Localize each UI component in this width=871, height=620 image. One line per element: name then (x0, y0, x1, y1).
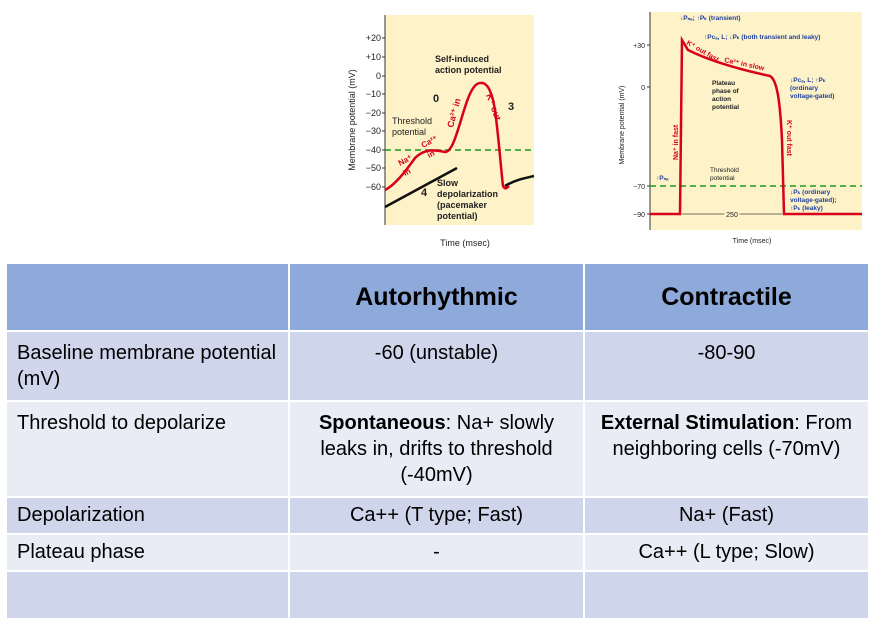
contractile-threshold-bold: External Stimulation (600, 412, 795, 434)
contractile-plot-background (650, 12, 862, 230)
contractile-x-axis-label: Time (msec) (733, 238, 772, 245)
tick-plus20: +20 (366, 33, 381, 43)
autorhythmic-x-axis-label: Time (msec) (440, 238, 490, 248)
plateau-label-line2: phase of (712, 88, 740, 95)
empty-row-contractile (583, 570, 870, 620)
tick-minus70: −70 (633, 184, 645, 191)
pca-down-note-line2: (ordinary (790, 85, 819, 92)
plateau-label-line3: action (712, 96, 731, 103)
plateau-label-line1: Plateau (712, 80, 735, 87)
empty-row-label (5, 570, 290, 620)
autorhythmic-next-trace (504, 174, 535, 188)
self-induced-label-line2: action potential (435, 65, 502, 75)
plateau-label-line4: potential (712, 104, 739, 111)
slow-depol-label-line2: depolarization (437, 189, 498, 199)
contractile-plateau-value: Ca++ (L type; Slow) (583, 533, 870, 572)
tick-plus30: +30 (633, 43, 645, 50)
autorhythmic-action-potential-figure: +20 +10 0 −10 −20 −30 −40 −50 −60 Membra… (345, 0, 540, 255)
table-row: Plateau phase - Ca++ (L type; Slow) (5, 533, 870, 572)
phase-3-label: 3 (508, 101, 514, 113)
contractile-action-potential-figure: +30 0 −70 −90 Membrane potential (mV) Ti… (612, 0, 862, 255)
pca-down-note-line1: ↓Pᴄₐ, L; ↑Pₖ (790, 77, 826, 84)
row-label-threshold: Threshold to depolarize (5, 400, 290, 498)
tick-0: 0 (376, 71, 381, 81)
tick-minus10: −10 (366, 89, 381, 99)
autorhythmic-action-potential-trace (384, 81, 510, 192)
threshold-label-line2: potential (392, 127, 426, 137)
phase-4-label: 4 (421, 187, 428, 199)
ca-in-small-label-line2: in (426, 148, 437, 159)
empty-row-autorhythmic (288, 570, 585, 620)
contractile-ticks (647, 44, 650, 215)
autorhythmic-previous-trace (384, 166, 458, 209)
slow-depol-label-line1: Slow (437, 178, 459, 188)
table-row: Baseline membrane potential (mV) -60 (un… (5, 330, 870, 402)
autorhythmic-ticks (382, 37, 385, 188)
pk-end-note-line1: ↓Pₖ (ordinary (790, 189, 831, 196)
tick-minus30: −30 (366, 126, 381, 136)
top-permeability-note: ↓Pₙₐ; ↑Pₖ (transient) (680, 15, 741, 22)
header-autorhythmic: Autorhythmic (288, 262, 585, 332)
autorhythmic-threshold-bold: Spontaneous (318, 412, 446, 434)
autorhythmic-ap-svg: +20 +10 0 −10 −20 −30 −40 −50 −60 Membra… (347, 15, 535, 248)
tick-plus10: +10 (366, 52, 381, 62)
header-contractile: Contractile (583, 262, 870, 332)
tick-minus20: −20 (366, 108, 381, 118)
autorhythmic-baseline-value: -60 (unstable) (288, 330, 585, 402)
pca-down-note-line3: voltage-gated) (790, 93, 834, 100)
pca-permeability-note: ↑Pᴄₐ, L; ↓Pₖ (both transient and leaky) (704, 34, 820, 41)
threshold-label-line1: Threshold (392, 116, 432, 126)
na-in-fast-label: Na⁺ in fast (673, 124, 680, 160)
row-label-baseline: Baseline membrane potential (mV) (5, 330, 290, 402)
header-empty-cell (5, 262, 290, 332)
autorhythmic-depolarization-value: Ca++ (T type; Fast) (288, 496, 585, 535)
self-induced-label-line1: Self-induced (435, 54, 489, 64)
tick-zero: 0 (641, 85, 645, 92)
pk-end-note-line3: ↑Pₖ (leaky) (790, 205, 823, 212)
contractile-threshold-value: External Stimulation: From neighboring c… (583, 400, 870, 498)
contractile-y-axis-label: Membrane potential (mV) (619, 86, 626, 165)
pna-up-note: ↑Pₙₐ (656, 175, 669, 182)
contractile-ap-svg: +30 0 −70 −90 Membrane potential (mV) Ti… (619, 12, 862, 245)
na-in-label-line2: in (402, 166, 413, 177)
slow-depol-label-line4: potential) (437, 211, 478, 221)
comparison-table-container: Autorhythmic Contractile Baseline membra… (5, 262, 870, 620)
tick-minus40: −40 (366, 145, 381, 155)
contractile-threshold-rest: : From neighboring cells (-70mV) (612, 412, 853, 460)
row-label-depolarization: Depolarization (5, 496, 290, 535)
tick-minus50: −50 (366, 163, 381, 173)
autorhythmic-plot-background (385, 15, 534, 225)
autorhythmic-y-axis-label: Membrane potential (mV) (347, 69, 357, 171)
duration-label: 250 (726, 212, 738, 219)
table-row: Threshold to depolarize Spontaneous: Na+… (5, 400, 870, 498)
k-out-fast-vertical-label: K⁺ out fast (785, 120, 792, 157)
contractile-threshold-label-line2: potential (710, 175, 735, 182)
autorhythmic-plateau-value: - (288, 533, 585, 572)
contractile-action-potential-trace (650, 35, 862, 216)
autorhythmic-threshold-rest: : Na+ slowly leaks in, drifts to thresho… (320, 412, 555, 486)
table-row: Depolarization Ca++ (T type; Fast) Na+ (… (5, 496, 870, 535)
row-label-plateau: Plateau phase (5, 533, 290, 572)
table-header-row: Autorhythmic Contractile (5, 262, 870, 332)
phase-0-label: 0 (433, 93, 439, 105)
pk-end-note-line2: voltage-gated); (790, 197, 837, 204)
autorhythmic-threshold-value: Spontaneous: Na+ slowly leaks in, drifts… (288, 400, 585, 498)
contractile-threshold-label-line1: Threshold (710, 167, 739, 174)
contractile-baseline-value: -80-90 (583, 330, 870, 402)
comparison-table: Autorhythmic Contractile Baseline membra… (5, 262, 870, 620)
tick-minus60: −60 (366, 182, 381, 192)
table-row (5, 570, 870, 620)
slow-depol-label-line3: (pacemaker (437, 200, 488, 210)
tick-minus90: −90 (633, 212, 645, 219)
contractile-depolarization-value: Na+ (Fast) (583, 496, 870, 535)
